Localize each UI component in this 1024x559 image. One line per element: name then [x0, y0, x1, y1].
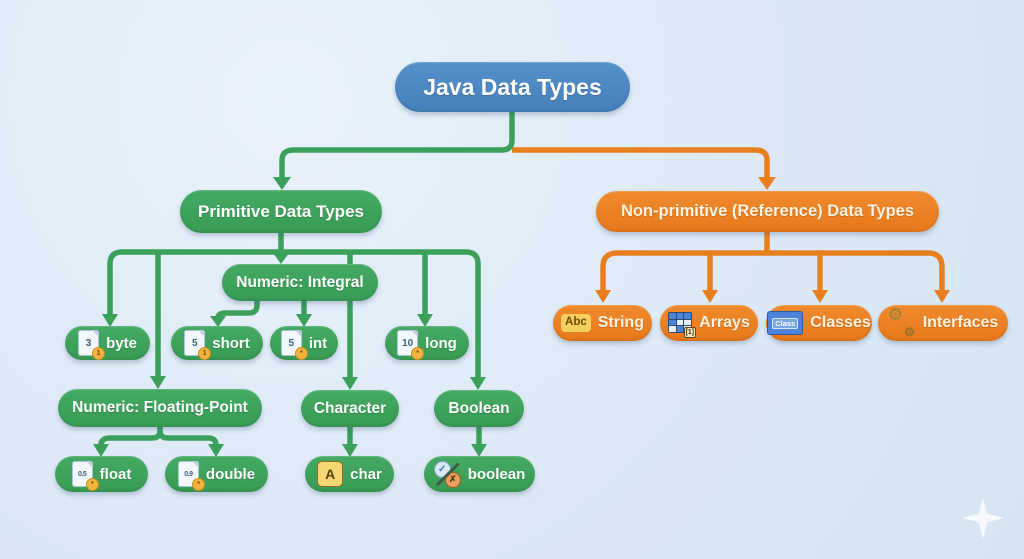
node-label: char [350, 465, 382, 483]
gear-icon: ⚙ [903, 325, 915, 339]
connector-floating-children [98, 427, 219, 446]
connector-integral-children [215, 301, 307, 319]
long-document-icon: 10 * [397, 330, 425, 360]
node-short: 5 1 short [171, 326, 263, 360]
arrowhead [812, 290, 828, 303]
number-badge: * [191, 478, 205, 491]
arrowhead [934, 290, 950, 303]
byte-document-icon: 3 1 [78, 330, 106, 360]
index-badge: [1] [683, 327, 697, 338]
node-byte: 3 1 byte [65, 326, 150, 360]
connector-root-primitive [279, 112, 515, 178]
arrowhead [208, 444, 224, 457]
boolean-check-cross-icon: ✓ ✗ [433, 460, 461, 488]
cross-icon: ✗ [444, 471, 461, 488]
char-letter-icon: A [317, 461, 344, 487]
double-document-icon: 0.9 * [177, 461, 205, 491]
node-double: 0.9 * double [165, 456, 268, 492]
class-blueprint-icon: Class [767, 311, 804, 335]
node-interfaces: ⚙ ⚙ Interfaces [878, 305, 1008, 341]
number-badge: * [85, 478, 99, 491]
doc-number: 3 [85, 337, 92, 349]
node-primitive-data-types: Primitive Data Types [180, 190, 382, 233]
node-non-primitive-data-types: Non-primitive (Reference) Data Types [596, 191, 939, 232]
arrowhead [417, 314, 433, 327]
node-label: Boolean [448, 399, 510, 417]
array-grid-icon: [1] [668, 312, 697, 338]
arrowhead [93, 444, 109, 457]
short-document-icon: 5 1 [184, 330, 212, 360]
node-boolean: ✓ ✗ boolean [424, 456, 535, 492]
node-label: Numeric: Floating-Point [72, 399, 248, 416]
node-character-group: Character [301, 390, 399, 427]
node-label: double [205, 465, 256, 483]
node-label: Primitive Data Types [198, 201, 364, 221]
node-numeric-floating-point: Numeric: Floating-Point [58, 389, 262, 427]
node-label: Non-primitive (Reference) Data Types [620, 202, 915, 220]
node-label: boolean [467, 465, 526, 483]
node-char: A char [305, 456, 394, 492]
node-classes: Class Classes [766, 305, 872, 341]
number-badge: 1 [198, 347, 212, 360]
node-boolean-group: Boolean [434, 390, 524, 427]
connector-character-char [347, 427, 482, 445]
gear-icon: ⚙ [887, 305, 903, 324]
float-document-icon: 0.5 * [71, 461, 99, 491]
number-badge: * [294, 347, 308, 360]
connector-root-nonprimitive [512, 147, 770, 178]
arrowhead [273, 177, 291, 190]
gears-icon: ⚙ ⚙ [888, 306, 916, 339]
node-label: byte [106, 334, 137, 352]
node-string: Abc String [553, 305, 652, 341]
node-label: Numeric: Integral [236, 273, 364, 291]
arrowhead [102, 314, 118, 327]
arrowhead [273, 253, 289, 264]
number-badge: 1 [92, 347, 106, 360]
int-document-icon: 5 * [280, 330, 308, 360]
node-label: Interfaces [922, 314, 999, 331]
arrowhead [758, 177, 776, 190]
node-label: Java Data Types [423, 73, 602, 100]
node-int: 5 * int [270, 326, 338, 360]
node-label: Classes [810, 314, 871, 331]
doc-number: 0.5 [78, 470, 87, 478]
arrowhead [342, 444, 358, 457]
arrowhead [470, 377, 486, 390]
abc-text-icon: Abc [561, 314, 591, 332]
arrowhead [150, 376, 166, 389]
number-badge: * [411, 347, 425, 360]
node-label: short [212, 334, 250, 352]
node-long: 10 * long [385, 326, 469, 360]
node-label: long [425, 334, 457, 352]
arrowhead [595, 290, 611, 303]
arrowhead [702, 290, 718, 303]
doc-number: 0.9 [184, 470, 193, 478]
arrowhead [342, 377, 358, 390]
node-java-data-types: Java Data Types [395, 62, 630, 112]
node-label: String [597, 314, 644, 331]
node-label: float [99, 465, 132, 483]
connector-nonprimitive-children [600, 232, 945, 291]
doc-number: 10 [402, 337, 414, 349]
node-label: Character [313, 399, 387, 417]
arrowhead [296, 314, 312, 327]
arrowhead [210, 316, 226, 327]
arrowhead [471, 444, 487, 457]
node-float: 0.5 * float [55, 456, 148, 492]
node-label: Arrays [699, 314, 750, 331]
class-blueprint-label: Class [772, 317, 799, 329]
doc-number: 5 [288, 337, 295, 349]
node-label: int [308, 334, 328, 352]
connector-primitive-children [107, 233, 481, 378]
node-numeric-integral: Numeric: Integral [222, 264, 378, 301]
node-arrays: [1] Arrays [660, 305, 758, 341]
doc-number: 5 [191, 337, 198, 349]
